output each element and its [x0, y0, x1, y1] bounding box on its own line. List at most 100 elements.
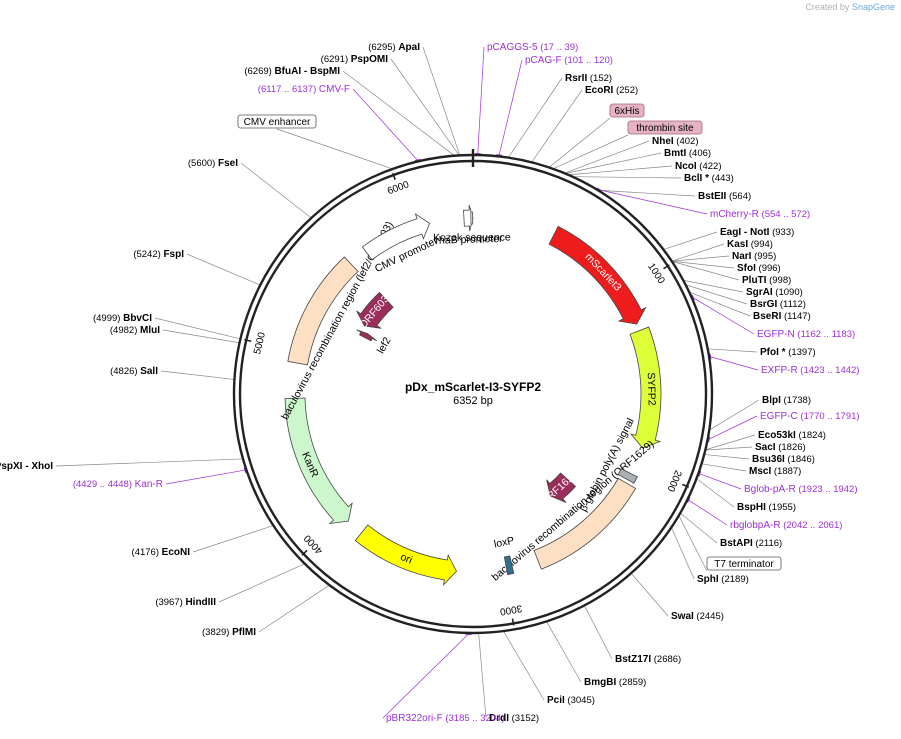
site-name: pBR322ori-F: [386, 713, 443, 724]
site-exfp-r[interactable]: EXFP-R (1423 .. 1442): [761, 365, 859, 376]
feature-orf603[interactable]: [356, 291, 394, 329]
site-bbvci[interactable]: (4999) BbvCI: [93, 313, 152, 324]
site-saci[interactable]: SacI (1826): [755, 442, 806, 453]
site-name: BmtI: [664, 148, 686, 159]
site-leader-pcaggs-5: [477, 46, 485, 155]
site-eagi-noti[interactable]: EagI - NotI (933): [720, 227, 794, 238]
site-pcag-f[interactable]: pCAG-F (101 .. 120): [525, 55, 613, 66]
site-nhei[interactable]: NheI (402): [652, 136, 699, 147]
feature-baculovirus-recombination-region-orf1629[interactable]: [533, 477, 637, 570]
site-leader-msci: [702, 463, 747, 472]
tick-mark-2000: [682, 483, 690, 488]
box-6xhis[interactable]: [609, 103, 645, 118]
site-bsphi[interactable]: BspHI (1955): [737, 502, 796, 513]
tick-mark-1000: [663, 264, 670, 270]
box-cmv-enhancer[interactable]: [237, 114, 317, 129]
feature-loxp[interactable]: [503, 555, 515, 576]
site-name: EcoNI: [162, 547, 191, 558]
site-pcaggs-5[interactable]: pCAGGS-5 (17 .. 39): [487, 42, 578, 53]
site-fsei[interactable]: (5600) FseI: [188, 158, 238, 169]
site-name: PspOMI: [351, 54, 388, 65]
site-mcherry-r[interactable]: mCherry-R (554 .. 572): [710, 209, 810, 220]
site-position: (1423 .. 1442): [798, 365, 860, 376]
feature-lef2[interactable]: [356, 329, 377, 342]
site-sfoi[interactable]: SfoI (996): [737, 263, 781, 274]
site-drdi[interactable]: DrdI (3152): [489, 713, 539, 724]
site-apai[interactable]: (6295) ApaI: [368, 42, 420, 53]
box-leader-thrombin-site: [554, 134, 629, 169]
site-sphi[interactable]: SphI (2189): [697, 574, 749, 585]
site-name: NcoI: [675, 161, 697, 172]
feature-rhab-promoter[interactable]: [463, 204, 474, 232]
site-econi[interactable]: (4176) EcoNI: [132, 547, 191, 558]
site-ecori[interactable]: EcoRI (252): [585, 85, 638, 96]
site-name: rbglobpA-R: [730, 520, 781, 531]
site-swai[interactable]: SwaI (2445): [671, 611, 724, 622]
site-bmti[interactable]: BmtI (406): [664, 148, 711, 159]
site-pfoi[interactable]: PfoI * (1397): [760, 347, 816, 358]
site-name: BfuAI - BspMI: [274, 66, 340, 77]
site-position: (1955): [766, 502, 796, 513]
site-position: (1162 .. 1183): [795, 329, 855, 340]
box-thrombin-site[interactable]: [627, 120, 703, 135]
site-position: (933): [769, 227, 794, 238]
site-bsu36i[interactable]: Bsu36I (1846): [752, 454, 815, 465]
feature-kanr[interactable]: [284, 397, 353, 525]
site-position: (5600): [188, 158, 218, 169]
feature-mscarlet3[interactable]: [548, 225, 647, 325]
site-blpi[interactable]: BlpI (1738): [762, 395, 811, 406]
site-paer7i-pspxi-xhoi[interactable]: (4487) PaeR7I - PspXI - XhoI: [0, 461, 53, 472]
site-pbr322ori-f[interactable]: pBR322ori-F (3185 .. 3204): [386, 713, 505, 724]
feature-ori[interactable]: [354, 524, 457, 586]
site-bcli[interactable]: BclI * (443): [684, 173, 734, 184]
site-name: mCherry-R: [710, 209, 759, 220]
site-egfp-n[interactable]: EGFP-N (1162 .. 1183): [757, 329, 855, 340]
site-bsteii[interactable]: BstEII (564): [698, 191, 751, 202]
site-bsrgi[interactable]: BsrGI (1112): [750, 299, 806, 310]
tick-label-6000: 6000: [386, 179, 411, 197]
site-leader-saci: [706, 446, 753, 451]
site-name: FseI: [218, 158, 238, 169]
site-hindiii[interactable]: (3967) HindIII: [155, 597, 216, 608]
site-bseri[interactable]: BseRI (1147): [753, 311, 811, 322]
feature-globin-poly-a-signal[interactable]: [617, 468, 638, 484]
site-mlui[interactable]: (4982) MluI: [110, 325, 160, 336]
site-bstz17i[interactable]: BstZ17I (2686): [615, 654, 681, 665]
site-pspomi[interactable]: (6291) PspOMI: [321, 54, 389, 65]
site-bmgbi[interactable]: BmgBI (2859): [584, 677, 646, 688]
site-pflmi[interactable]: (3829) PflMI: [202, 627, 256, 638]
site-pluti[interactable]: PluTI (998): [742, 275, 791, 286]
feature-orf1629[interactable]: [546, 472, 577, 503]
feature-baculovirus-recombination-region-lef2-orf603[interactable]: [287, 256, 359, 366]
feature-syfp2[interactable]: [629, 326, 662, 449]
site-sali[interactable]: (4826) SalI: [110, 366, 158, 377]
site-position: (1147): [781, 311, 810, 322]
site-leader-sphi: [671, 528, 695, 580]
box-label-thrombin-site: thrombin site: [636, 123, 694, 134]
site-position: (443): [709, 173, 734, 184]
site-msci[interactable]: MscI (1887): [749, 466, 801, 477]
site-name: EXFP-R: [761, 365, 798, 376]
site-rbglobpa-r[interactable]: rbglobpA-R (2042 .. 2061): [730, 520, 842, 531]
site-pcii[interactable]: PciI (3045): [547, 695, 595, 706]
feature-label-lef2: lef2: [375, 335, 394, 356]
site-fspi[interactable]: (5242) FspI: [133, 249, 184, 260]
box-t7-terminator[interactable]: [706, 556, 782, 571]
site-egfp-c[interactable]: EGFP-C (1770 .. 1791): [760, 411, 860, 422]
feature-kozak-sequence[interactable]: [470, 211, 474, 225]
site-nari[interactable]: NarI (995): [732, 251, 776, 262]
site-ncoi[interactable]: NcoI (422): [675, 161, 722, 172]
site-bstapi[interactable]: BstAPI (2116): [720, 538, 782, 549]
site-position: (422): [697, 161, 722, 172]
site-bglob-pa-r[interactable]: Bglob-pA-R (1923 .. 1942): [744, 484, 858, 495]
site-kan-r[interactable]: (4429 .. 4448) Kan-R: [73, 479, 163, 490]
site-bfuai-bspmi[interactable]: (6269) BfuAI - BspMI: [244, 66, 340, 77]
site-rsrii[interactable]: RsrII (152): [565, 73, 612, 84]
site-kasi[interactable]: KasI (994): [727, 239, 773, 250]
site-sgrai[interactable]: SgrAI (1090): [746, 287, 803, 298]
box-leader-cmv-enhancer: [276, 128, 392, 169]
site-cmv-f[interactable]: (6117 .. 6137) CMV-F: [258, 84, 350, 95]
site-eco53ki[interactable]: Eco53kI (1824): [758, 430, 826, 441]
site-position: (554 .. 572): [759, 209, 810, 220]
feature-cmv-promoter[interactable]: [361, 212, 431, 261]
